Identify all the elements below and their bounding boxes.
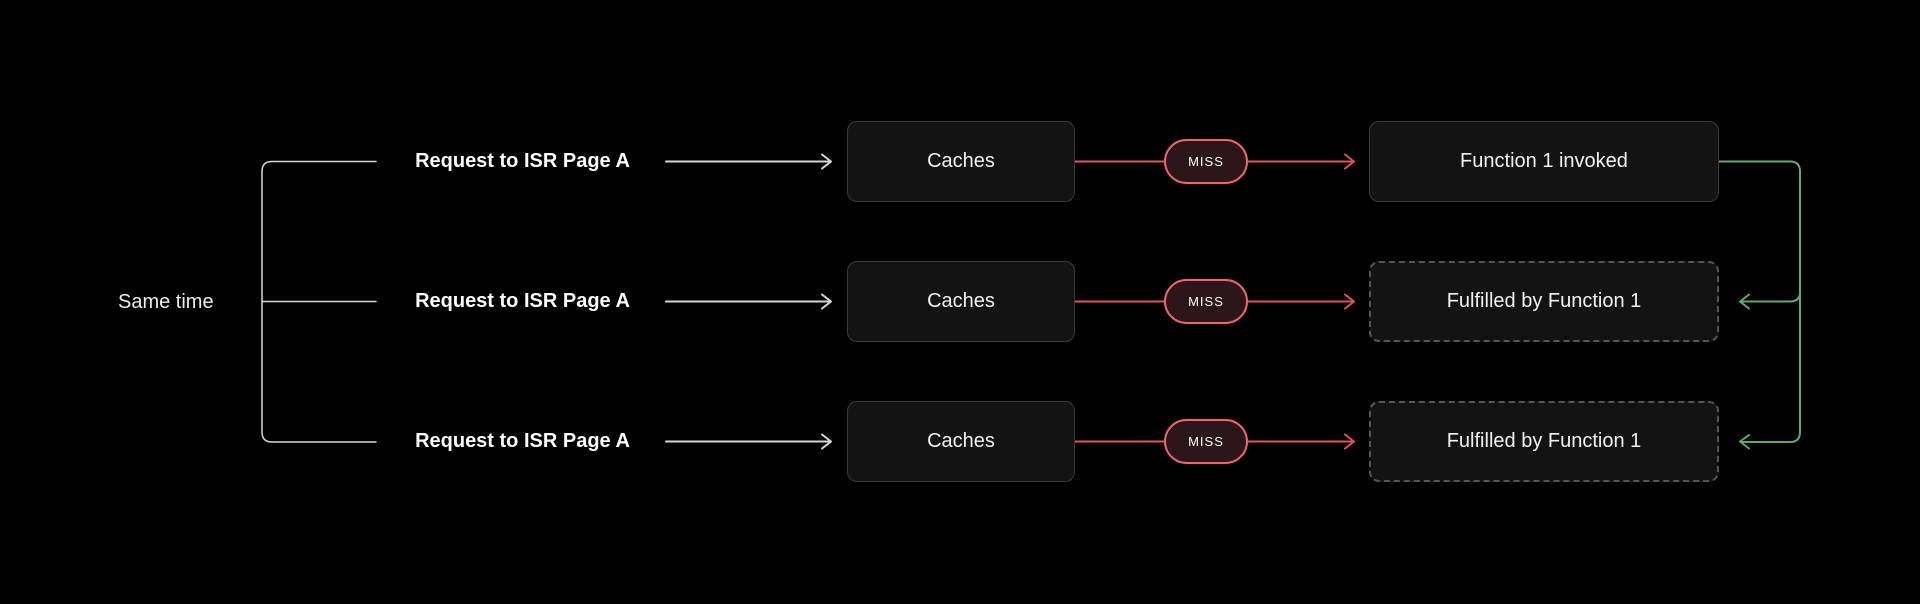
fulfilled-label: Fulfilled by Function 1 <box>1446 430 1642 452</box>
miss-arrow <box>1074 153 1355 170</box>
caches-box: Caches <box>847 261 1075 342</box>
function-return-branch <box>1739 291 1801 310</box>
fulfilled-label: Fulfilled by Function 1 <box>1446 290 1642 312</box>
caches-box-label: Caches <box>927 430 995 452</box>
miss-arrow <box>1074 433 1355 450</box>
request-label: Request to ISR Page A <box>415 150 630 172</box>
same-time-label: Same time <box>118 291 214 313</box>
request-arrow <box>665 153 832 170</box>
same-time-bracket <box>261 160 377 443</box>
request-label: Request to ISR Page A <box>415 290 630 312</box>
request-arrow <box>665 293 832 310</box>
miss-badge: MISS <box>1164 279 1248 324</box>
miss-badge: MISS <box>1164 419 1248 464</box>
function-invoked-label: Function 1 invoked <box>1460 150 1628 172</box>
request-arrow <box>665 433 832 450</box>
request-label: Request to ISR Page A <box>415 430 630 452</box>
caches-box-label: Caches <box>927 290 995 312</box>
caches-box: Caches <box>847 401 1075 482</box>
fulfilled-box: Fulfilled by Function 1 <box>1369 261 1719 342</box>
fulfilled-box: Fulfilled by Function 1 <box>1369 401 1719 482</box>
function-invoked-box: Function 1 invoked <box>1369 121 1719 202</box>
miss-badge: MISS <box>1164 139 1248 184</box>
function-return-line <box>1718 160 1801 450</box>
caches-box-label: Caches <box>927 150 995 172</box>
miss-arrow <box>1074 293 1355 310</box>
caches-box: Caches <box>847 121 1075 202</box>
